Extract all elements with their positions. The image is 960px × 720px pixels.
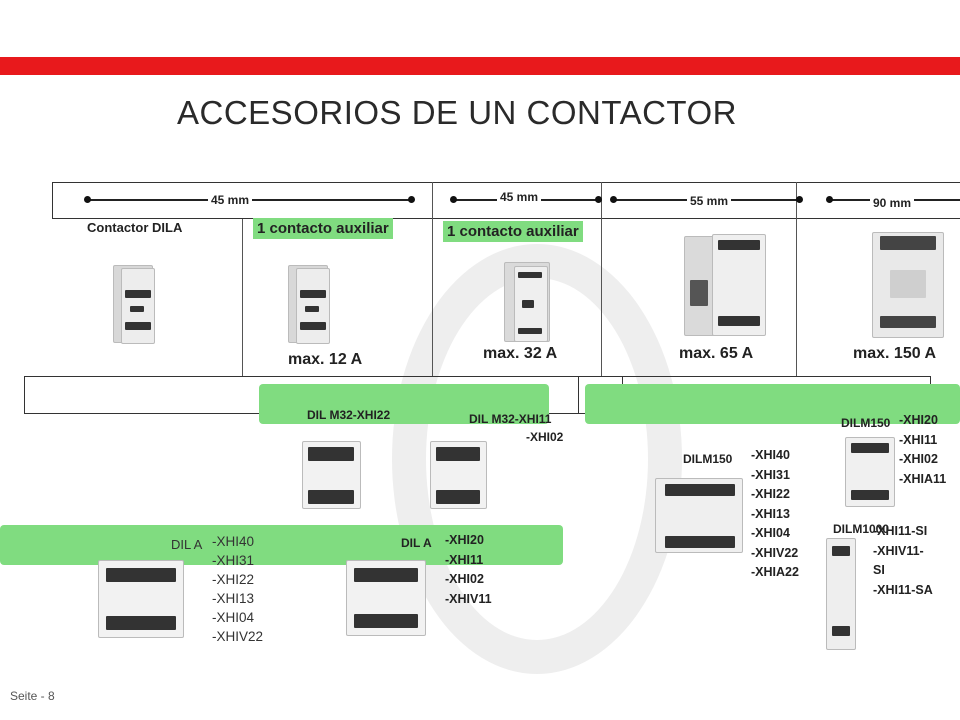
dimension-box [52,182,960,219]
terminal-row [518,272,542,278]
accessory-list: -XHI40 -XHI31 -XHI22 -XHI13 -XHI04 -XHIV… [212,532,263,646]
terminal-row [718,316,760,326]
list-item: -XHI11-SI [873,524,928,538]
header-red-bar [0,57,960,75]
list-item: -XHI04 [212,610,255,625]
terminal-row [308,490,354,504]
list-item: -XHIV11 [445,591,492,606]
terminal-row [832,626,850,636]
terminal-row [665,536,735,548]
terminal-row [125,290,151,298]
terminal-row [718,240,760,250]
divider [601,182,602,377]
list-item: -XHIA11 [899,471,947,486]
dimension-dot [595,196,602,203]
list-item: -XHI40 [212,534,255,549]
list-item: -XHI31 [751,467,790,482]
list-item: -XHI13 [212,591,255,606]
list-item: -XHI11 [899,432,938,447]
terminal-row [436,447,480,461]
list-item: -XHI40 [751,448,790,462]
dimension-label: 45 mm [208,193,253,207]
max-current-label: max. 12 A [288,351,363,368]
list-item: -XHI22 [212,572,255,587]
dimension-label: 45 mm [497,190,542,204]
max-current-label: max. 65 A [679,345,754,362]
divider [796,182,797,377]
terminal-row [832,546,850,556]
accessory-list: -XHI11-SI -XHIV11- SI -XHI11-SA [873,522,933,600]
terminal-row [665,484,735,496]
list-item: -XHI20 [899,413,938,427]
terminal-row [851,490,889,500]
dimension-dot [84,196,91,203]
divider [242,219,243,377]
list-item: SI [873,563,885,577]
dimension-label: 55 mm [687,194,732,208]
terminal-row [125,322,151,330]
list-item: -XHIA22 [751,565,799,579]
aux-contact-label: 1 contacto auxiliar [253,218,393,239]
terminal-row [436,490,480,504]
accessory-label: DILM1000 [833,522,890,536]
terminal-row [106,568,176,582]
dimension-dot [610,196,617,203]
dimension-label: 90 mm [870,196,915,210]
green-highlight-bar [585,384,960,424]
aux-contact-label: 1 contacto auxiliar [443,221,583,242]
accessory-label: DILM150 [841,416,891,430]
list-item: -XHI11-SA [873,582,933,597]
list-item: -XHI20 [445,533,484,547]
accessory-label: DIL M32-XHI11 [469,412,552,426]
accessory-label: DILM150 [683,452,733,466]
page-title: ACCESORIOS DE UN CONTACTOR [177,94,737,131]
terminal-row [518,328,542,334]
max-current-label: max. 150 A [853,345,937,362]
list-item: -XHIV11- [873,543,924,558]
accessory-list: -XHI20 -XHI11 -XHI02 -XHIA11 [899,411,946,489]
list-item: -XHI04 [751,526,790,540]
green-highlight-bar [259,384,549,424]
list-item: -XHIV22 [751,545,799,560]
terminal-row [522,300,534,308]
green-highlight-bar [0,525,563,565]
dimension-dot [408,196,415,203]
accessory-label: DIL A [401,536,432,550]
accessory-list: -XHI20 -XHI11 -XHI02 -XHIV11 [445,531,492,609]
terminal-row [354,614,418,628]
divider [432,182,433,377]
accessory-label: DIL M32-XHI22 [307,408,391,422]
accessory-label: -XHI02 [526,430,564,444]
terminal-row [308,447,354,461]
terminal-row [354,568,418,582]
max-current-label: max. 32 A [483,345,558,362]
dimension-dot [450,196,457,203]
list-item: -XHI02 [445,572,484,586]
terminal-row [300,290,326,298]
contactor-label: Contactor DILA [87,220,183,235]
list-item: -XHI22 [751,487,790,501]
terminal-row [300,322,326,330]
terminal-row [880,236,936,250]
dimension-dot [796,196,803,203]
list-item: -XHI13 [751,506,790,521]
terminal-row [890,270,926,298]
dimension-dot [826,196,833,203]
page-number: Seite - 8 [10,689,55,703]
terminal-row [130,306,144,312]
terminal-row [690,280,708,306]
terminal-row [851,443,889,453]
list-item: -XHI31 [212,553,255,568]
terminal-row [880,316,936,328]
accessory-label: DIL A [171,537,203,552]
list-item: -XHI11 [445,552,484,567]
terminal-row [305,306,319,312]
accessory-list: -XHI40 -XHI31 -XHI22 -XHI13 -XHI04 -XHIV… [751,446,799,583]
list-item: -XHIV22 [212,629,264,644]
list-item: -XHI02 [899,452,938,466]
terminal-row [106,616,176,630]
